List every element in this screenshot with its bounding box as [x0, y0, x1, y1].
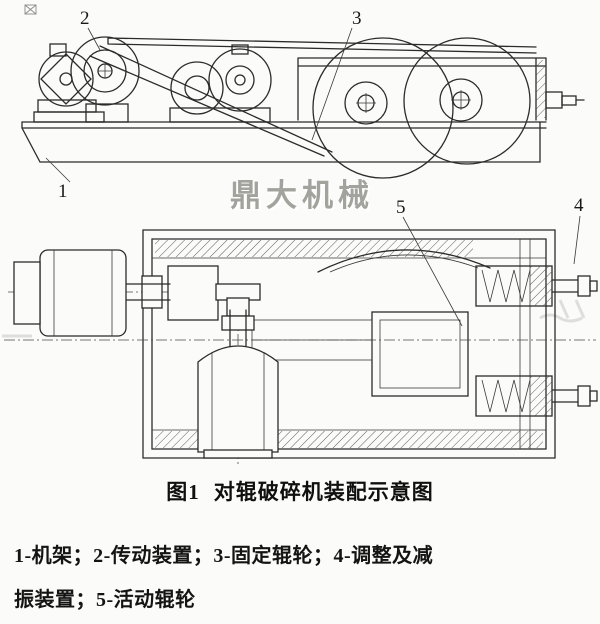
drive-pulley-assembly: [33, 36, 140, 123]
callout-3-label: 3: [352, 8, 362, 29]
legend-line-2: 振装置；5-活动辊轮: [14, 589, 196, 611]
spring-adjuster-upper: [475, 265, 598, 307]
middle-bearing-assembly: [169, 44, 272, 123]
callout-1-label: 1: [58, 181, 68, 202]
machine-base: [21, 121, 547, 163]
movable-roller: [251, 311, 469, 397]
figure-caption: 图1 对辊破碎机装配示意图: [0, 476, 600, 506]
drive-motor-horizontal: [13, 249, 219, 337]
watermark-text: 鼎大机械: [230, 178, 374, 214]
fixed-roller-curve: [317, 249, 491, 273]
parts-legend: 1-机架；2-传动装置；3-固定辊轮；4-调整及减 振装置；5-活动辊轮: [14, 534, 600, 622]
elevation-view: 2 3 1: [21, 8, 585, 202]
spring-adjuster-lower: [475, 375, 598, 417]
watermark: 鼎大机械 鼎大机械: [230, 178, 376, 216]
drive-motor-vertical: [197, 283, 279, 459]
roller-housing: [297, 37, 585, 179]
figure-title: 对辊破碎机装配示意图: [213, 480, 434, 504]
callout-2-label: 2: [80, 8, 90, 29]
legend-line-1: 1-机架；2-传动装置；3-固定辊轮；4-调整及减: [14, 545, 434, 567]
callout-leaders-plan: [402, 215, 581, 327]
roller-crusher-diagram: 2 3 1 鼎大机械 鼎大机械: [2, 4, 598, 466]
watermark-shadow-text: 鼎大机械: [232, 180, 376, 216]
callout-5-label: 5: [396, 197, 406, 218]
callout-4-label: 4: [574, 195, 584, 216]
plan-view: 5 4: [4, 195, 598, 466]
figure-number: 图1: [166, 480, 200, 504]
scan-artifact-icon: [24, 4, 37, 15]
callout-leaders-top: [45, 27, 353, 183]
